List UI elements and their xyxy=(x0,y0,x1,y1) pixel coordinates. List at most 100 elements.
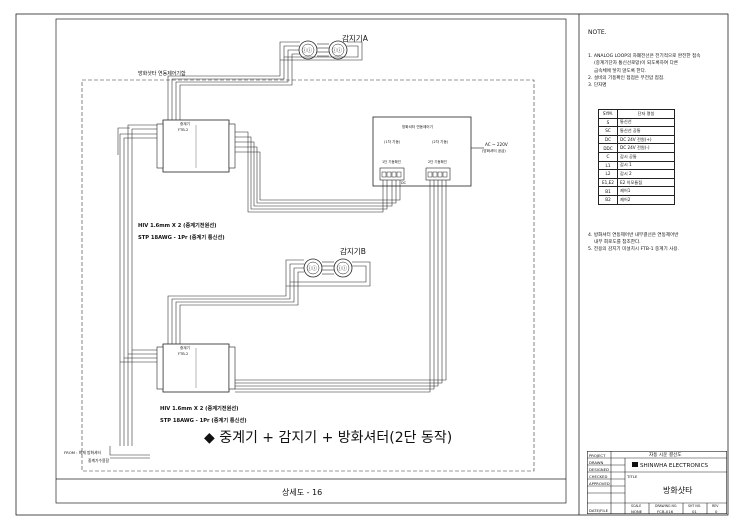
note-line: 2. 설비의 기동확인 접점은 무전압 접점. xyxy=(588,75,665,81)
legend-desc: DC 24V 전원(-) xyxy=(617,143,675,153)
tb-drawing-no-label: DRAWING NO. xyxy=(655,504,678,508)
tb-checked-label: CHECKED xyxy=(589,473,608,479)
note-line: 4. 방화셔터 연동제어반 내부결선은 연동제어반 xyxy=(588,233,679,238)
repeater-2-title: 중계기 xyxy=(180,346,190,350)
legend-desc: 감시 공통 xyxy=(617,151,675,162)
legend-sym: L2 xyxy=(598,169,618,179)
legend-header-desc: 단자 명칭 xyxy=(617,109,675,119)
sheet-title: 상세도 - 16 xyxy=(282,488,323,497)
controller-stage1: (1차 기동) xyxy=(384,140,401,144)
repeater-1 xyxy=(156,119,236,173)
sensor-b: ⓘⓘ ⓘⓘ xyxy=(303,258,353,278)
note-line: 내부 회로도를 참조한다. xyxy=(594,240,641,246)
tb-project: 자동 시운 결선도 xyxy=(649,453,682,458)
control-enclosure xyxy=(81,79,535,472)
legend-sym: B2 xyxy=(598,194,618,205)
note-line: 1. ANALOG LOOP의 차폐전선은 전기적으로 완전한 접속 xyxy=(588,54,701,60)
legend-sym: B1 xyxy=(598,186,618,196)
note-line: (중계기단자 통신선로망)이 되도록하여 다른 xyxy=(594,61,679,67)
svg-text:ⓘⓘ: ⓘⓘ xyxy=(302,47,312,54)
tb-scale: NONE xyxy=(631,508,643,514)
diagram-caption: ◆ 중계기 + 감지기 + 방화셔터(2단 동작) xyxy=(204,430,453,446)
sensor-b-label: 감지기B xyxy=(340,247,366,256)
tb-sht-label: SHT NO. xyxy=(688,504,702,508)
legend-desc: E2 이모듈점 xyxy=(617,177,675,188)
tb-date-label: DATE/FILE xyxy=(589,507,608,513)
svg-text:ⓘⓘ: ⓘⓘ xyxy=(337,265,347,272)
note-line: 금속체에 닿지 않도록 한다. xyxy=(594,68,647,74)
repeater-2 xyxy=(156,343,236,393)
repeater-1-title: 중계기 xyxy=(180,122,190,126)
tb-rev-label: REV xyxy=(712,504,719,508)
tb-scale-label: SCALE xyxy=(631,504,642,508)
legend-sym: L1 xyxy=(598,160,618,171)
legend-sym: C xyxy=(598,151,618,162)
legend-desc: 통신선 공통 xyxy=(617,126,675,136)
drawing-frame xyxy=(55,18,567,504)
note-line: 5. 전용의 감지기 미설치시 FTB-1 중계기 사용. xyxy=(588,247,680,253)
legend-header-sym: SYM. xyxy=(598,109,618,119)
tb-drawing-no: FCB-016 xyxy=(657,508,674,514)
legend-sym: E1,E2 xyxy=(598,177,618,188)
legend-sym: S xyxy=(598,117,618,128)
tb-sht: 01 xyxy=(692,508,697,514)
svg-text:ⓘⓘ: ⓘⓘ xyxy=(307,265,317,272)
tb-drawn-label: DRAWN xyxy=(589,459,604,465)
repeater-1-model: FTB-2 xyxy=(178,128,189,132)
legend-desc: DC 24V 전원(+) xyxy=(617,134,675,145)
tb-title-label: TITLE xyxy=(627,473,638,479)
sensor-a-label: 감지기A xyxy=(342,34,368,43)
note-line: 3. 단자명 xyxy=(588,82,607,88)
power-label: AC ~ 220V xyxy=(485,142,508,147)
legend-sym: DDC xyxy=(598,143,618,153)
title-block-frame xyxy=(587,451,727,514)
legend-desc: 통신선 xyxy=(617,117,675,128)
shutter-controller xyxy=(372,116,484,187)
power-sub-label: (방화셔터 공급) xyxy=(482,149,506,153)
tb-company: SHINWHA ELECTRONICS xyxy=(640,463,709,469)
area-label: 방화샷타 연동제어기함 xyxy=(138,71,186,77)
legend-desc: 감시 1 xyxy=(617,160,675,171)
wire-spec-1-line2: STP 18AWG - 1Pr (중계기 통신선) xyxy=(138,235,225,241)
wire-spec-1-line1: HIV 1.6mm X 2 (중계기전원선) xyxy=(138,223,217,229)
legend-header: SYM. 단자 명칭 xyxy=(598,109,675,119)
notes-title: NOTE. xyxy=(588,29,607,36)
legend-sym: SC xyxy=(598,126,618,136)
legend-desc: 제어2 xyxy=(617,194,675,205)
controller-stage2-relay: 2단 기동확인 xyxy=(428,160,447,164)
source-sub-label: 중계기수용함 xyxy=(88,458,109,463)
tb-rev: 0 xyxy=(715,508,718,514)
wire-spec-2-line2: STP 18AWG - 1Pr (중계기 통신선) xyxy=(160,418,247,424)
tb-approved-label: APPROVED xyxy=(589,480,610,486)
wiring xyxy=(109,41,447,459)
legend-sym: DC xyxy=(598,134,618,145)
notes-panel: NOTE. 1. ANALOG LOOP의 차폐전선은 전기적으로 완전한 접속… xyxy=(588,28,730,89)
tb-project-label: PROJECT xyxy=(589,452,606,458)
controller-title: 방화셔터 연동제어기 xyxy=(402,125,433,129)
tb-title: 방화샷타 xyxy=(663,486,693,495)
svg-text:ⓘⓘ: ⓘⓘ xyxy=(332,47,342,54)
notes-panel-lower: 4. 방화셔터 연동제어반 내부결선은 연동제어반 내부 회로도를 참조한다. … xyxy=(588,232,730,253)
controller-terminal-label: DC xyxy=(401,181,406,185)
source-label: FROM : 화재 방화셔터 xyxy=(64,450,101,455)
repeater-2-model: FTB-2 xyxy=(178,352,189,356)
legend-desc: 제어1 xyxy=(617,186,675,196)
sensor-a: ⓘⓘ ⓘⓘ xyxy=(298,40,348,60)
tb-designed-label: DESIGNED xyxy=(589,466,609,472)
wire-spec-2-line1: HIV 1.6mm X 2 (중계기전원선) xyxy=(160,406,239,412)
title-block: PROJECT 자동 시운 결선도 DRAWN DESIGNED SHINWHA… xyxy=(587,451,727,514)
controller-stage1-relay: 1단 기동확인 xyxy=(382,160,401,164)
controller-stage2: (2차 기동) xyxy=(432,140,449,144)
